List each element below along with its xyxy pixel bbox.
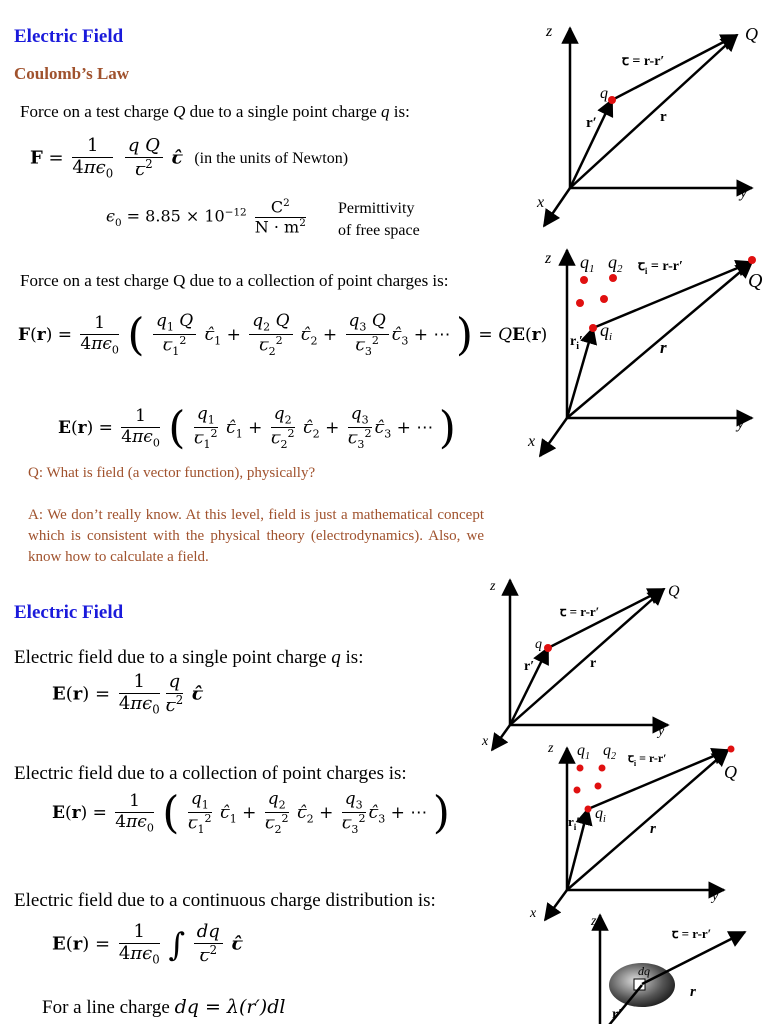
label-dq: dq bbox=[638, 964, 650, 978]
svg-text:ri′: ri′ bbox=[570, 334, 583, 352]
svg-text:r: r bbox=[650, 821, 656, 837]
svg-text:ri′: ri′ bbox=[568, 814, 580, 832]
label-Q: Q bbox=[745, 24, 758, 44]
coulomb-intro: Force on a test charge Q due to a single… bbox=[20, 102, 410, 121]
svg-text:ꞇ = r-r′: ꞇ = r-r′ bbox=[560, 604, 599, 619]
svg-text:z: z bbox=[590, 914, 597, 929]
svg-text:y: y bbox=[735, 415, 745, 432]
svg-text:Q: Q bbox=[668, 583, 680, 600]
label-sep: ꞇ = r-r′ bbox=[622, 54, 664, 69]
label-rprime: r′ bbox=[586, 115, 597, 131]
svg-text:x: x bbox=[527, 433, 535, 450]
svg-text:r′: r′ bbox=[524, 659, 534, 674]
svg-text:y: y bbox=[710, 889, 719, 904]
svg-text:r′: r′ bbox=[612, 1007, 622, 1022]
diagram-single-charge-1: z y x Q q r′ r ꞇ = r-r′ bbox=[536, 23, 758, 228]
label-q: q bbox=[600, 85, 608, 102]
section2-title: Electric Field bbox=[14, 602, 124, 623]
diagram-continuous: z dq r r′ ꞇ = r-r′ bbox=[590, 913, 747, 1024]
svg-text:Q: Q bbox=[724, 762, 737, 782]
svg-text:r: r bbox=[590, 656, 596, 671]
diagram-single-charge-2: z y x Q q r′ r ꞇ = r-r′ bbox=[481, 578, 680, 752]
svg-text:q1: q1 bbox=[577, 742, 590, 762]
svg-text:x: x bbox=[481, 734, 489, 749]
svg-text:r: r bbox=[690, 984, 696, 1000]
axis-z-label: z bbox=[545, 23, 553, 40]
svg-text:ꞇi = r-r′: ꞇi = r-r′ bbox=[628, 751, 667, 768]
label-r: r bbox=[660, 109, 667, 125]
svg-text:z: z bbox=[544, 250, 552, 267]
answer-text: A: We don’t really know. At this level, … bbox=[28, 507, 484, 565]
axis-y-label: y bbox=[738, 184, 748, 201]
single-charge-text: Electric field due to a single point cha… bbox=[14, 647, 364, 668]
svg-text:z: z bbox=[489, 579, 496, 594]
diagram-collection-1: z y x Q q1 q2 qi ri′ r ꞇi = r-r′ bbox=[527, 248, 763, 458]
svg-text:q: q bbox=[535, 637, 542, 652]
line-charge-text: For a line charge dq = λ(r′)dl bbox=[42, 996, 286, 1018]
permittivity-label: Permittivity of free space bbox=[338, 200, 420, 239]
svg-text:qi: qi bbox=[595, 805, 606, 825]
svg-text:r: r bbox=[660, 338, 667, 357]
svg-text:x: x bbox=[529, 906, 537, 921]
section1-title: Electric Field bbox=[14, 26, 124, 47]
diagram-collection-2: z y x Q q1 q2 qi ri′ r ꞇi = r-r′ bbox=[529, 741, 737, 922]
svg-text:ꞇ = r-r′: ꞇ = r-r′ bbox=[672, 926, 711, 941]
svg-text:ꞇi = r-r′: ꞇi = r-r′ bbox=[638, 259, 683, 276]
svg-text:z: z bbox=[547, 741, 554, 756]
label-qi: qi bbox=[600, 320, 612, 343]
svg-text:q2: q2 bbox=[603, 742, 616, 762]
axis-x-label: x bbox=[536, 194, 544, 211]
label-q1: q1 bbox=[580, 252, 595, 275]
svg-text:Q: Q bbox=[748, 270, 763, 292]
collection-force-text: Force on a test charge Q due to a collec… bbox=[20, 271, 449, 290]
section1-subtitle: Coulomb’s Law bbox=[14, 64, 130, 83]
svg-text:y: y bbox=[656, 724, 665, 739]
continuous-field-text: Electric field due to a continuous charg… bbox=[14, 890, 436, 911]
question-text: Q: What is field (a vector function), ph… bbox=[28, 465, 316, 481]
collection-field-text: Electric field due to a collection of po… bbox=[14, 763, 407, 784]
label-q2: q2 bbox=[608, 252, 623, 275]
